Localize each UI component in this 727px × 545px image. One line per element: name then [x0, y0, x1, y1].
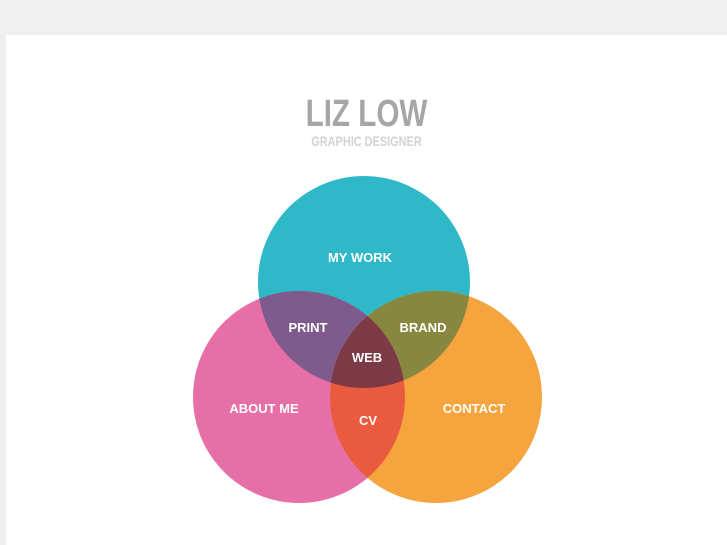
about-me-label[interactable]: ABOUT ME — [229, 401, 299, 416]
cv-label[interactable]: CV — [359, 413, 377, 428]
brand-label[interactable]: BRAND — [400, 320, 447, 335]
contact-label[interactable]: CONTACT — [443, 401, 506, 416]
print-label[interactable]: PRINT — [289, 320, 328, 335]
my-work-label[interactable]: MY WORK — [328, 250, 393, 265]
site-header: LIZ LOW GRAPHIC DESIGNER — [6, 95, 727, 149]
web-label[interactable]: WEB — [352, 350, 382, 365]
web-overlap[interactable] — [330, 291, 542, 503]
site-title[interactable]: LIZ LOW — [305, 93, 428, 135]
site-subtitle: GRAPHIC DESIGNER — [311, 133, 422, 149]
